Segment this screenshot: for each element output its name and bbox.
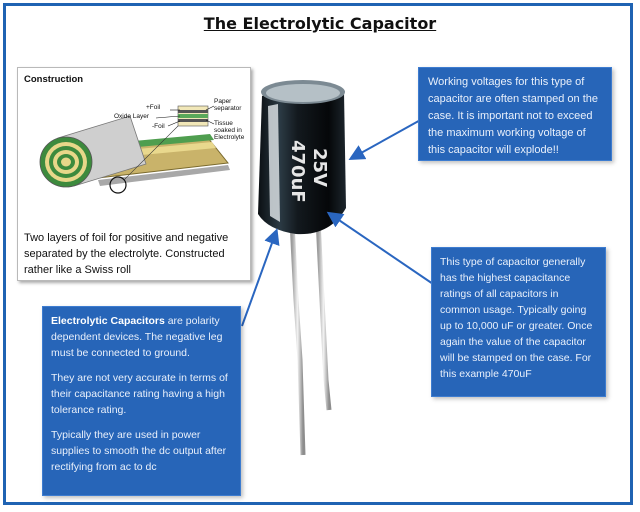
usage-paragraph: Typically they are used in power supplie… [51, 429, 227, 473]
polarity-text: are polarity dependent devices. The nega… [51, 315, 223, 359]
magnifier-circle [109, 176, 127, 194]
polarity-paragraph: Electrolytic Capacitors are polarity dep… [51, 313, 232, 361]
arrow-working-voltage [348, 117, 425, 160]
polarity-bold-term: Electrolytic Capacitors [51, 315, 165, 327]
callout-polarity: Electrolytic Capacitors are polarity dep… [42, 306, 241, 496]
construction-heading: Construction [24, 74, 84, 85]
pointer-oxide [155, 115, 181, 119]
label-foil-pos: +Foil [146, 104, 161, 111]
working-voltage-text: Working voltages for this type of capaci… [428, 76, 598, 156]
capacitor-top-inner [266, 84, 340, 102]
positive-lead [315, 219, 332, 411]
tissue-sheet [98, 165, 230, 186]
label-tissue: Tissue soaked in Electrolyte [214, 120, 245, 141]
construction-caption: Two layers of foil for positive and nega… [24, 232, 229, 276]
construction-panel: Construction +Foil Oxide Layer -Foil Pap… [17, 67, 251, 281]
polarity-stripe [268, 104, 280, 222]
pointer-foil-neg [167, 120, 181, 127]
roll-core [61, 157, 71, 167]
capacitor-body [258, 86, 346, 235]
inset-foil-bottom [178, 119, 208, 122]
tolerance-paragraph: They are not very accurate in terms of t… [51, 372, 228, 416]
voltage-marking: 25V [309, 148, 330, 187]
page-title: The Electrolytic Capacitor [203, 14, 437, 33]
negative-lead [289, 221, 306, 456]
arrow-capacitance [326, 211, 437, 287]
magnifier-line [123, 125, 179, 181]
pointer-tissue [205, 119, 215, 125]
pointer-paper [205, 105, 215, 111]
label-oxide-layer: Oxide Layer [114, 113, 150, 120]
callout-capacitance: This type of capacitor generally has the… [431, 247, 606, 397]
arrow-polarity [241, 228, 280, 327]
label-foil-neg: -Foil [152, 123, 165, 130]
capacitance-marking: 470uF [287, 140, 308, 203]
label-paper-separator: Paper separator [214, 98, 242, 112]
capacitance-text: This type of capacitor generally has the… [440, 256, 593, 380]
callout-working-voltage: Working voltages for this type of capaci… [418, 67, 612, 161]
inset-separator [178, 114, 208, 118]
swiss-roll-diagram [39, 105, 230, 194]
inset-foil-top [178, 110, 208, 113]
